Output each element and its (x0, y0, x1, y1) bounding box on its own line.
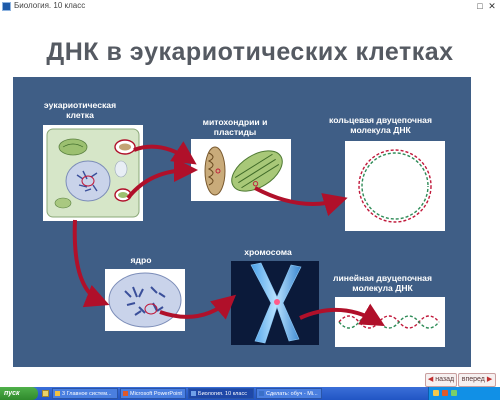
close-icon[interactable]: ✕ (488, 1, 496, 11)
label-chromosome: хромосома (244, 247, 292, 257)
folder-icon (55, 391, 60, 396)
window-title: Биология. 10 класс (14, 1, 86, 10)
tray-icon[interactable] (433, 390, 439, 396)
linear-dna-image (335, 297, 445, 347)
app-icon (2, 2, 11, 11)
maximize-icon[interactable]: □ (477, 1, 483, 11)
back-button[interactable]: ◀ назад (425, 373, 457, 387)
back-button-label: назад (435, 376, 455, 383)
system-tray (428, 387, 500, 400)
taskbar-item-label: Microsoft PowerPoint (130, 391, 182, 397)
start-button[interactable]: пуск (0, 387, 38, 400)
arrow-plastid-to-circular-dna (254, 186, 348, 217)
app-icon (191, 391, 196, 396)
label-linear-dna: линейная двуцепочная молекула ДНК (333, 273, 432, 293)
taskbar-item[interactable]: 3 Главное систем... (52, 388, 118, 399)
arrow-cell-to-mito (133, 141, 197, 165)
label-eukaryotic-cell: эукариотическая клетка (43, 100, 117, 120)
tray-icon[interactable] (442, 390, 448, 396)
taskbar-item-label: 3 Главное систем... (62, 391, 112, 397)
arrow-right-icon: ▶ (486, 376, 493, 383)
window-titlebar: Биология. 10 класс □ ✕ (0, 0, 500, 14)
arrow-left-icon: ◀ (427, 376, 434, 383)
forward-button[interactable]: вперед ▶ (458, 373, 496, 387)
label-mito-plastids: митохондрии и пластиды (202, 117, 268, 137)
slide-title: ДНК в эукариотических клетках (46, 38, 454, 66)
arrow-cell-to-nucleus (72, 219, 110, 308)
arrow-chromosome-to-linear-dna (299, 303, 385, 327)
diagram-panel: эукариотическая клетка митохондрии и пла… (13, 77, 471, 367)
browser-icon (259, 391, 264, 396)
circular-dna-image (345, 141, 445, 231)
arrow-nucleus-to-chromosome (159, 294, 237, 320)
arrow-cell-to-plastid (126, 158, 198, 200)
taskbar: пуск 3 Главное систем... Microsoft Power… (0, 387, 500, 400)
quicklaunch-icon[interactable] (42, 390, 49, 397)
slide-navigation: ◀ назад вперед ▶ (0, 371, 500, 387)
mito-plastids-image (191, 139, 291, 201)
taskbar-item[interactable]: Биология. 10 класс (188, 388, 254, 399)
powerpoint-icon (123, 391, 128, 396)
label-circular-dna: кольцевая двуцепочная молекула ДНК (329, 115, 432, 135)
tray-icon[interactable] (451, 390, 457, 396)
circular-dna-ring (358, 149, 432, 223)
taskbar-item[interactable]: Сделать: обуч - Mi... (256, 388, 322, 399)
linear-dna-strands (338, 315, 440, 329)
taskbar-item[interactable]: Microsoft PowerPoint (120, 388, 186, 399)
chromosome-image (231, 261, 319, 345)
forward-button-label: вперед (461, 376, 485, 383)
eukaryotic-cell-image (43, 125, 143, 221)
taskbar-item-label: Сделать: обуч - Mi... (266, 391, 318, 397)
label-nucleus: ядро (130, 255, 152, 265)
taskbar-item-label: Биология. 10 класс (198, 391, 247, 397)
